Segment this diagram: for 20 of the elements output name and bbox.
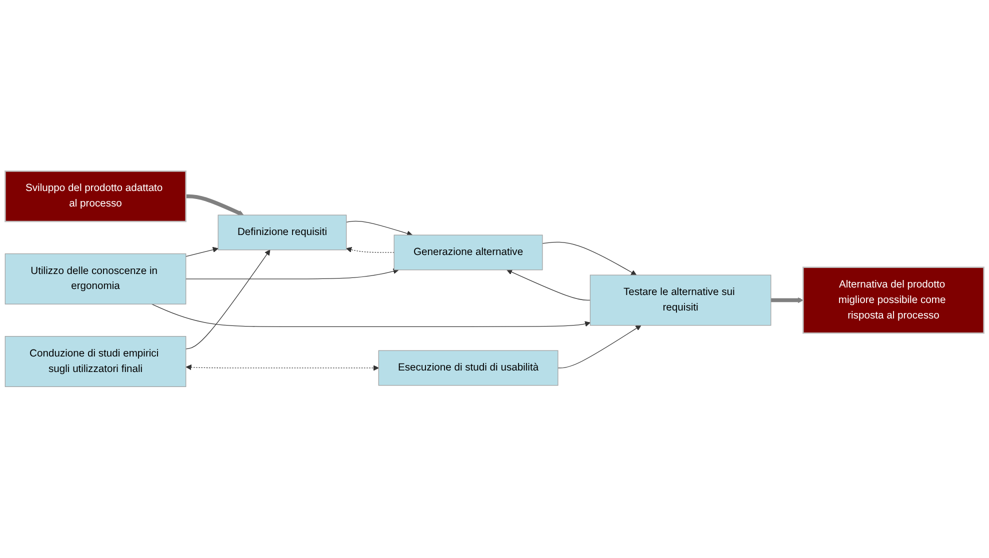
node-box: Conduzione di studi empirici sugli utilizzatori finali [4, 336, 186, 388]
arrow [558, 325, 642, 368]
node-box: Testare le alternative sui requisiti [590, 274, 772, 326]
node-box: Utilizzo delle conoscenze in ergonomia [4, 254, 186, 304]
arrow [186, 194, 244, 216]
arrow [346, 220, 413, 236]
arrow [542, 242, 637, 276]
arrow [346, 247, 394, 253]
node-box: Sviluppo del prodotto adattato al processo [4, 170, 186, 222]
node-box: Esecuzione di studi di usabilità [378, 350, 558, 386]
arrow [186, 268, 399, 280]
arrow [151, 304, 590, 328]
node-box: Generazione alternative [394, 234, 543, 270]
arrow [186, 364, 379, 371]
arrow [506, 269, 591, 301]
node-box: Alternativa del prodotto migliore possibile come risposta al processo [802, 266, 984, 334]
node-box: Definizione requisiti [218, 214, 347, 250]
arrow [770, 297, 804, 304]
arrow [186, 250, 270, 350]
arrow [186, 247, 218, 257]
